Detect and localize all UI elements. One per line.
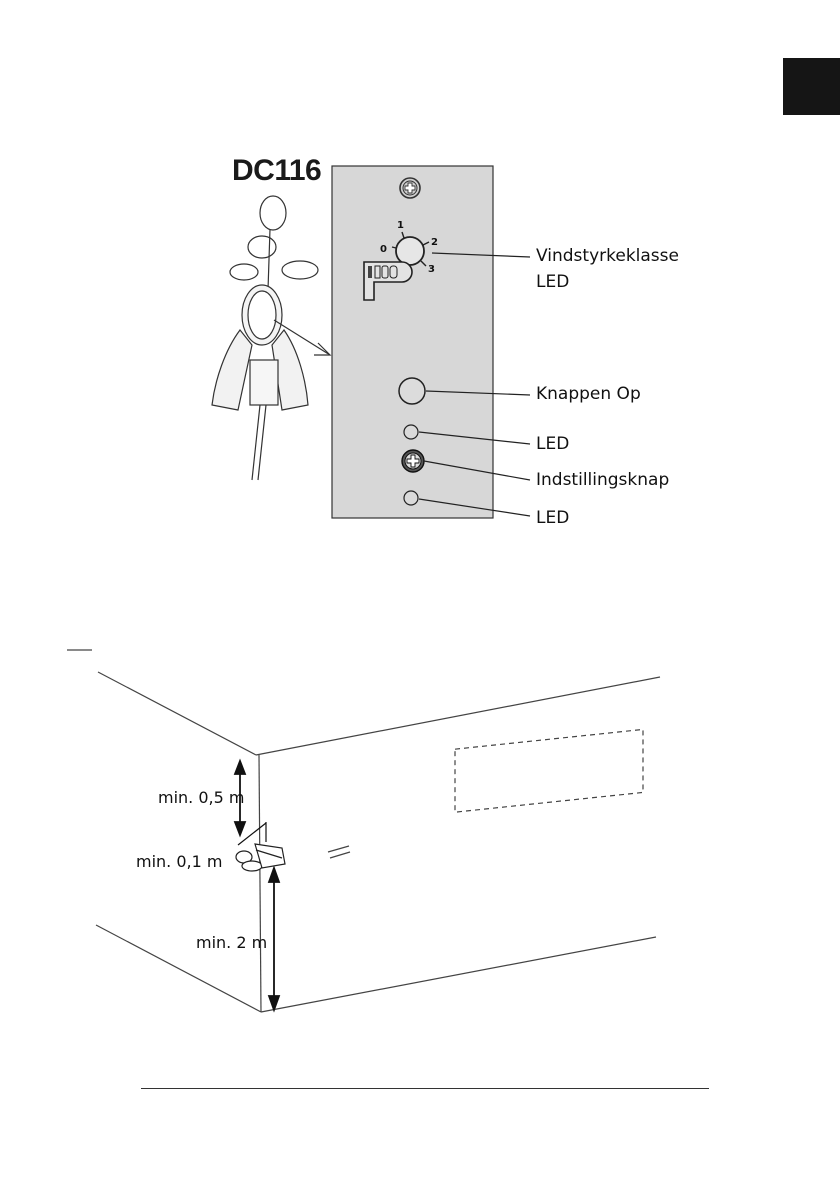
setting-button-shape [402, 450, 424, 472]
callout-setting-button: Indstillingsknap [536, 470, 669, 490]
callout-led-top: LED [536, 272, 569, 292]
dim-min-side: min. 0,1 m [136, 852, 222, 872]
dim-min-height: min. 2 m [196, 933, 267, 953]
up-button-shape [399, 378, 425, 404]
footer-rule [141, 1088, 709, 1089]
dial-tick-1: 1 [397, 216, 404, 236]
building-sketch [67, 650, 660, 1012]
dial-tick-0: 0 [380, 240, 387, 260]
callout-led-mid: LED [536, 434, 569, 454]
callout-wind-class: Vindstyrkeklasse [536, 246, 679, 266]
model-label: DC116 [232, 154, 321, 188]
dim-min-top: min. 0,5 m [158, 788, 244, 808]
callout-led-bottom: LED [536, 508, 569, 528]
dial-tick-2: 2 [431, 233, 438, 253]
top-screw [400, 178, 420, 198]
led-bottom-shape [404, 491, 418, 505]
led-mid-shape [404, 425, 418, 439]
mounted-sensor-sketch [236, 844, 285, 871]
callout-up-button: Knappen Op [536, 384, 641, 404]
dial-tick-3: 3 [428, 260, 435, 280]
